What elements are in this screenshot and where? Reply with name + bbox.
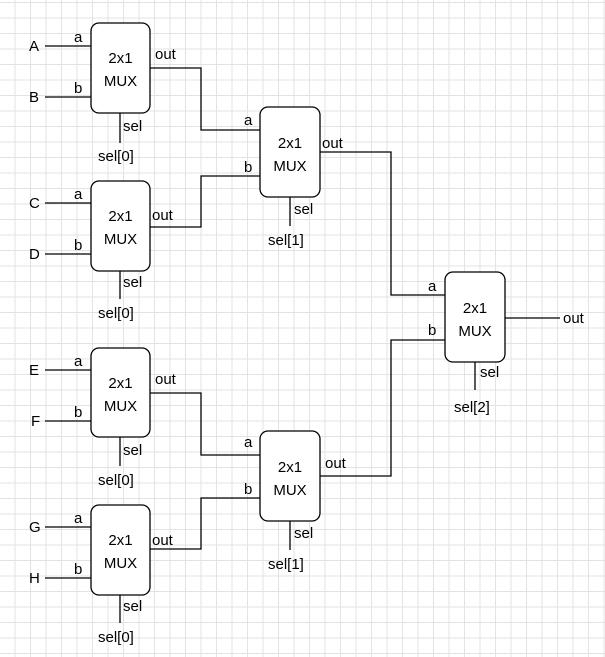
mux-stage0-2: 2x1 MUX a b out sel <box>74 180 174 291</box>
wire-mux1-to-mux5 <box>150 67 260 131</box>
mux-stage0-3: 2x1 MUX a b out sel <box>74 347 177 459</box>
mux-body <box>444 271 506 363</box>
mux-stage1-2: 2x1 MUX a b out sel <box>244 430 347 542</box>
port-b-label: b <box>244 159 252 176</box>
port-b-label: b <box>74 80 82 97</box>
wire-mux4-to-mux6 <box>150 497 260 550</box>
mux-label-top: 2x1 <box>108 375 132 392</box>
mux-label-bottom: MUX <box>104 73 137 90</box>
port-a-label: a <box>244 434 253 451</box>
port-out-label: out <box>155 371 177 388</box>
port-sel-label: sel <box>123 274 142 291</box>
select-label-mux1: sel[0] <box>98 148 134 165</box>
input-label-b: B <box>29 89 39 106</box>
select-label-mux6: sel[1] <box>268 556 304 573</box>
input-label-g: G <box>29 519 41 536</box>
port-sel-label: sel <box>123 442 142 459</box>
port-a-label: a <box>74 353 83 370</box>
input-label-e: E <box>29 362 39 379</box>
port-sel-label: sel <box>123 118 142 135</box>
port-a-label: a <box>74 29 83 46</box>
mux-label-bottom: MUX <box>104 231 137 248</box>
mux-label-bottom: MUX <box>104 398 137 415</box>
port-out-label: out <box>325 455 347 472</box>
port-b-label: b <box>74 561 82 578</box>
mux-body <box>259 430 321 522</box>
port-a-label: a <box>74 510 83 527</box>
mux-label-top: 2x1 <box>108 50 132 67</box>
port-a-label: a <box>244 112 253 129</box>
wire-mux2-to-mux5 <box>150 175 260 228</box>
mux-label-top: 2x1 <box>108 532 132 549</box>
mux-label-top: 2x1 <box>278 459 302 476</box>
mux-label-top: 2x1 <box>278 135 302 152</box>
port-b-label: b <box>74 237 82 254</box>
mux-label-bottom: MUX <box>273 482 306 499</box>
port-sel-label: sel <box>480 364 499 381</box>
mux-stage2: 2x1 MUX a b sel <box>428 271 506 381</box>
mux-body <box>90 347 151 438</box>
mux-body <box>90 504 151 596</box>
port-out-label: out <box>155 46 177 63</box>
wire-mux5-to-mux7 <box>320 151 445 296</box>
final-output-label: out <box>563 310 585 327</box>
input-label-c: C <box>29 195 40 212</box>
select-label-mux7: sel[2] <box>454 399 490 416</box>
mux-label-bottom: MUX <box>458 323 491 340</box>
input-label-h: H <box>29 570 40 587</box>
port-sel-label: sel <box>294 201 313 218</box>
mux-label-top: 2x1 <box>108 208 132 225</box>
wires <box>45 45 560 623</box>
wire-mux3-to-mux6 <box>150 392 260 456</box>
mux-label-top: 2x1 <box>463 300 487 317</box>
port-out-label: out <box>322 135 344 152</box>
mux-body <box>259 106 321 198</box>
select-label-mux3: sel[0] <box>98 472 134 489</box>
mux-stage0-4: 2x1 MUX a b out sel <box>74 504 174 615</box>
input-labels: A B C D E F G H <box>29 38 41 587</box>
port-b-label: b <box>74 404 82 421</box>
mux-body <box>90 180 151 272</box>
select-label-mux5: sel[1] <box>268 232 304 249</box>
port-b-label: b <box>244 481 252 498</box>
select-labels: sel[0] sel[0] sel[0] sel[0] sel[1] sel[1… <box>98 148 490 646</box>
port-sel-label: sel <box>294 525 313 542</box>
input-label-f: F <box>31 413 40 430</box>
input-label-a: A <box>29 38 39 55</box>
mux-label-bottom: MUX <box>273 158 306 175</box>
mux-label-bottom: MUX <box>104 555 137 572</box>
port-sel-label: sel <box>123 598 142 615</box>
select-label-mux2: sel[0] <box>98 305 134 322</box>
wire-mux6-to-mux7 <box>320 339 445 477</box>
port-a-label: a <box>428 278 437 295</box>
port-b-label: b <box>428 322 436 339</box>
port-out-label: out <box>152 207 174 224</box>
port-out-label: out <box>152 532 174 549</box>
mux-stage0-1: 2x1 MUX a b out sel <box>74 22 177 135</box>
select-label-mux4: sel[0] <box>98 629 134 646</box>
port-a-label: a <box>74 186 83 203</box>
mux-body <box>90 22 151 114</box>
input-label-d: D <box>29 246 40 263</box>
mux-stage1-1: 2x1 MUX a b out sel <box>244 106 344 218</box>
